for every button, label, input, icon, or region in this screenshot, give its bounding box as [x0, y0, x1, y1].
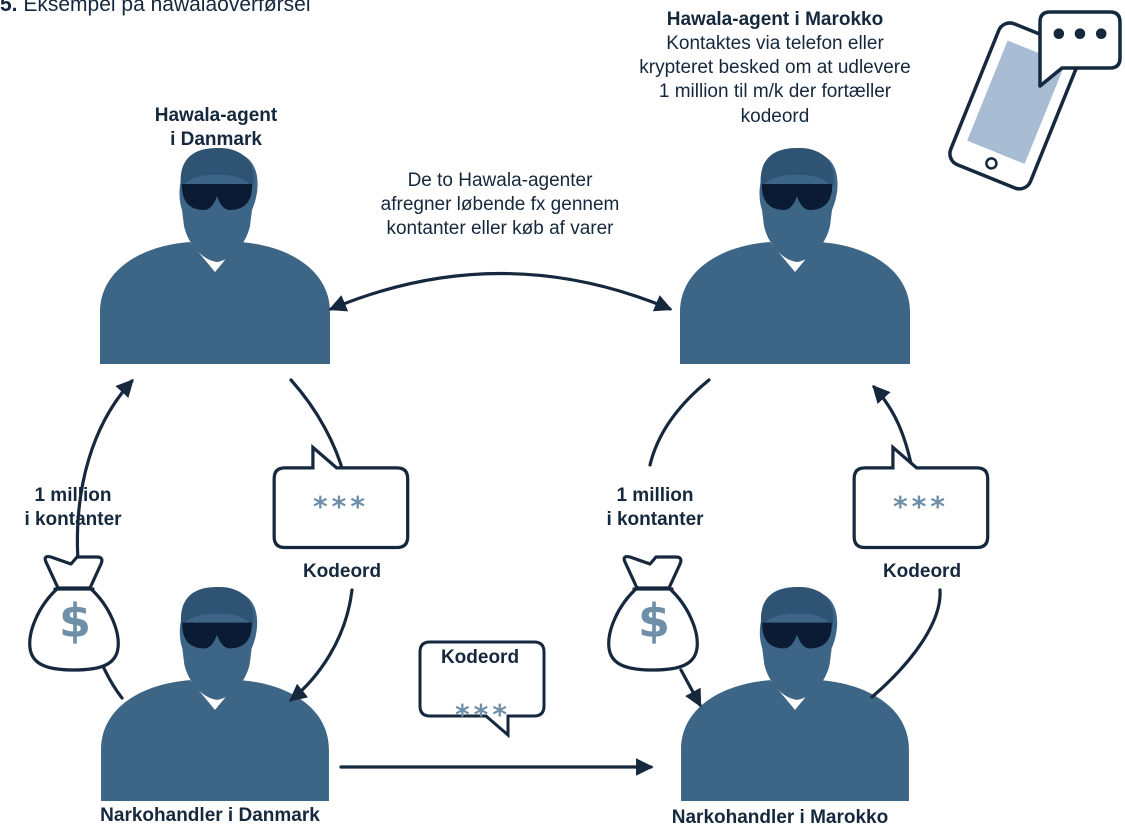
codeword-to-agent-ma-arrow-icon — [872, 385, 914, 470]
codeword-label-center: Kodeord — [440, 647, 520, 668]
cash-amount: 1 million — [34, 485, 112, 506]
codeword-label-dk: Kodeord — [302, 561, 382, 582]
agent-denmark-line2: i Danmark — [170, 129, 262, 151]
agent-morocco-desc-line: 1 million til m/k der fortæller — [658, 81, 892, 103]
figure-title-text: Eksempel på hawalaoverførsel — [23, 0, 311, 16]
dealer-morocco-label: Narkohandler i Marokko — [671, 807, 889, 828]
dollar-sign-dk: $ — [58, 594, 91, 648]
codeword-to-dealer-dk-arrow-icon — [288, 588, 354, 702]
agent-denmark-label: Hawala-agent i Danmark — [96, 104, 336, 152]
agent-morocco-desc-line: kodeord — [740, 105, 810, 127]
cash-type: i kontanter — [606, 509, 704, 531]
cash-to-dealer-ma-arrow-icon — [679, 668, 702, 708]
settlement-line: De to Hawala-agenter — [407, 170, 593, 191]
cash-label-dk: 1 million i kontanter — [0, 484, 146, 532]
agent-dk-line-icon — [289, 378, 346, 477]
codeword-label-ma: Kodeord — [882, 561, 962, 582]
settlement-line: afregner løbende fx gennem — [380, 194, 620, 216]
agent-denmark-line1: Hawala-agent — [154, 105, 278, 126]
cash-label-ma: 1 million i kontanter — [582, 484, 728, 532]
agent-morocco-label: Hawala-agent i Marokko Kontaktes via tel… — [580, 8, 970, 129]
dealer-denmark-person-icon — [101, 586, 329, 801]
codeword-stars-center: *** — [455, 698, 511, 731]
figure-number: 5. — [0, 0, 18, 16]
agent-morocco-desc-line: Kontaktes via telefon eller — [666, 33, 884, 55]
agent-morocco-title: Hawala-agent i Marokko — [666, 9, 884, 30]
cash-type: i kontanter — [24, 509, 122, 531]
dealer-denmark-label: Narkohandler i Danmark — [100, 805, 320, 826]
dollar-sign-ma: $ — [637, 594, 670, 648]
agent-morocco-person-icon — [680, 148, 910, 364]
phone-icon — [948, 10, 1122, 191]
phone-message-dots: ••• — [1049, 18, 1113, 53]
codeword-stars-ma: *** — [893, 490, 949, 523]
agent-morocco-desc-line: krypteret besked om at udlevere — [639, 57, 911, 79]
figure-title: 5. Eksempel på hawalaoverførsel — [0, 0, 311, 19]
dealer-ma-line-icon — [870, 588, 942, 699]
agent-denmark-person-icon — [100, 148, 330, 364]
settlement-text: De to Hawala-agenter afregner løbende fx… — [330, 169, 670, 241]
settlement-arrow-icon — [328, 271, 673, 312]
settlement-line: kontanter eller køb af varer — [386, 218, 614, 240]
codeword-stars-dk: *** — [313, 490, 369, 523]
agent-ma-cash-line-icon — [648, 378, 711, 467]
cash-amount: 1 million — [616, 485, 694, 506]
